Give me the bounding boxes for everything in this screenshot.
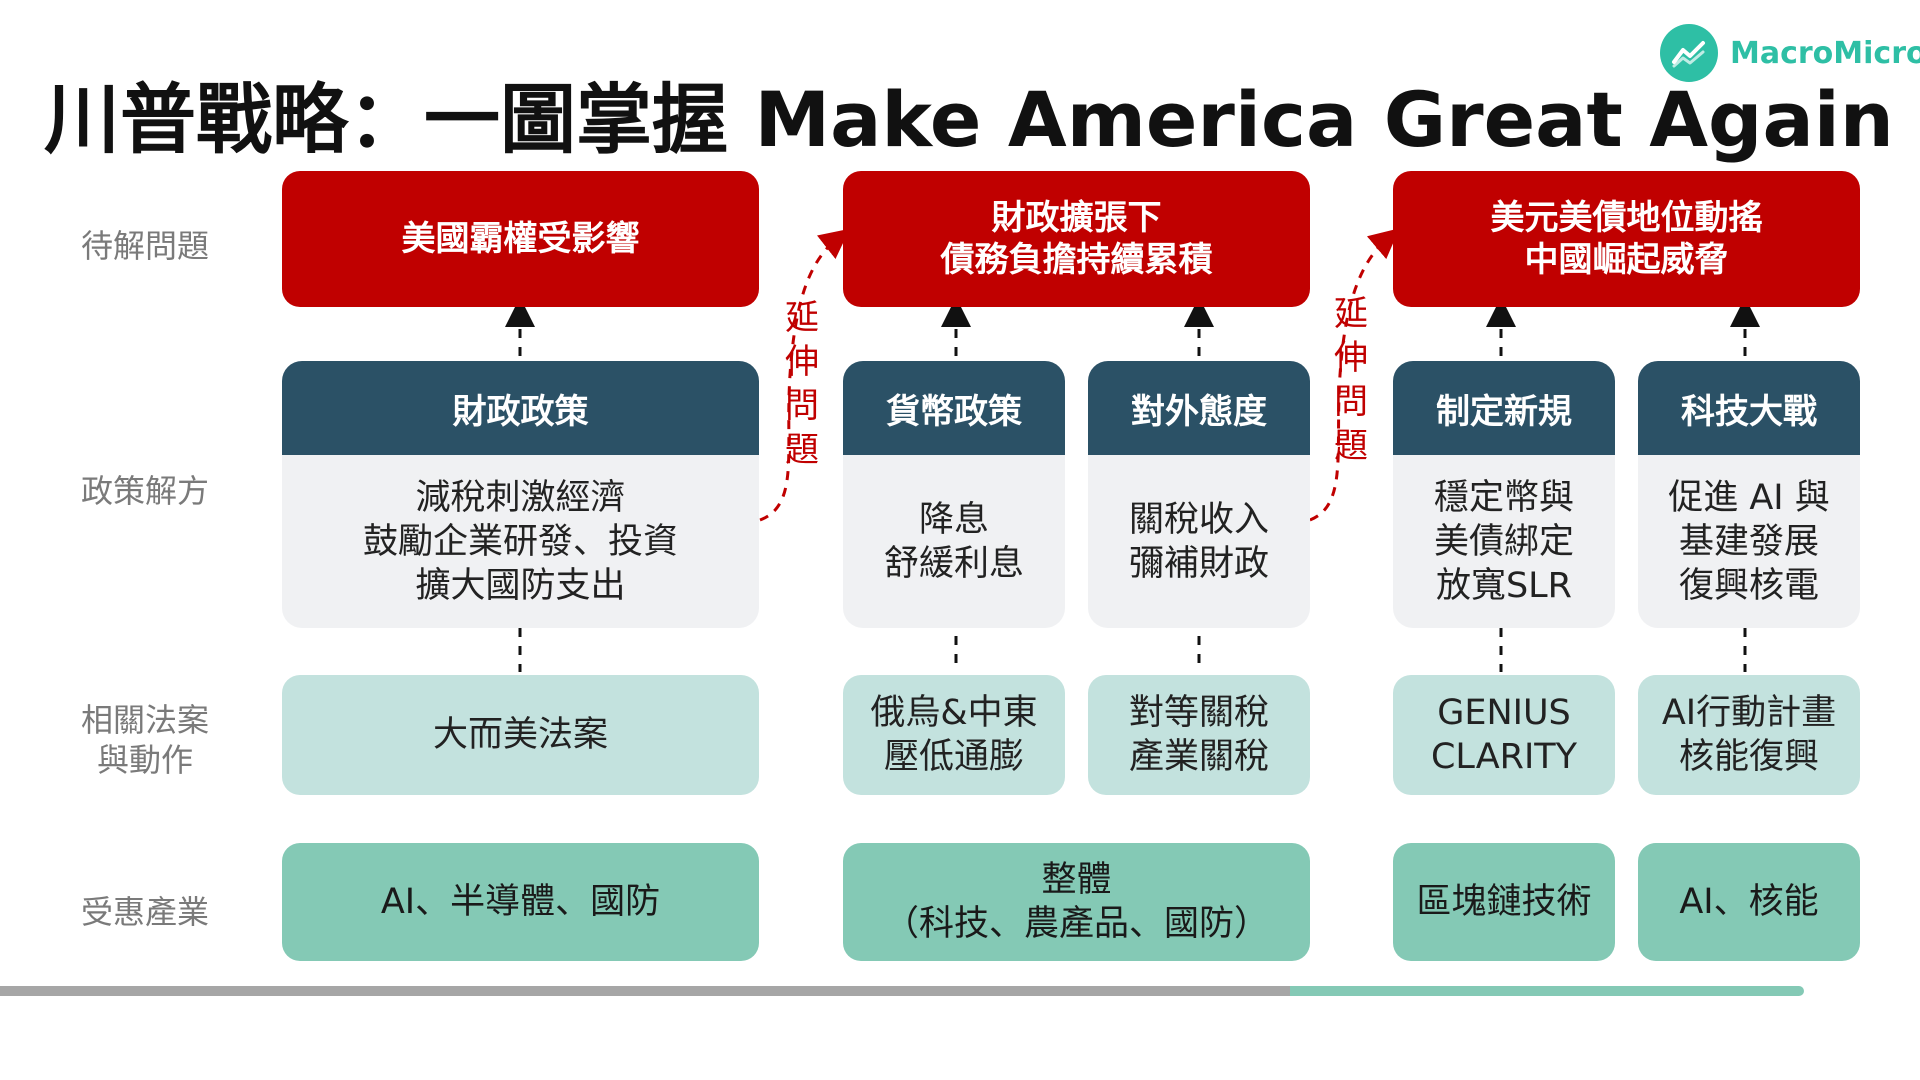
policy-head-5: 科技大戰: [1638, 361, 1860, 455]
extension-label-2: 延 伸 問 題: [1334, 294, 1368, 466]
policy-card-4: 制定新規 穩定幣與 美債綁定 放寬SLR: [1393, 361, 1615, 628]
footer-bar-teal: [1290, 986, 1804, 996]
policy-head-4: 制定新規: [1393, 361, 1615, 455]
extension-label-1: 延 伸 問 題: [785, 298, 819, 470]
row-label-problem: 待解問題: [80, 227, 209, 265]
policy-body-4: 穩定幣與 美債綁定 放寬SLR: [1433, 477, 1574, 606]
law-box-5: AI行動計畫 核能復興: [1638, 675, 1860, 795]
problem-box-3: 美元美債地位動搖 中國崛起威脅: [1393, 171, 1860, 307]
industry-box-3: 區塊鏈技術: [1393, 843, 1615, 961]
page-title: 川普戰略：一圖掌握 Make America Great Again: [44, 75, 1894, 164]
policy-head-2: 貨幣政策: [843, 361, 1065, 455]
row-label-policy: 政策解方: [80, 472, 209, 510]
industry-box-1: AI、半導體、國防: [282, 843, 759, 961]
extension-curve-1: [759, 228, 850, 522]
law-box-3: 對等關稅 產業關稅: [1088, 675, 1310, 795]
policy-card-2: 貨幣政策 降息 舒緩利息: [843, 361, 1065, 628]
policy-body-1: 減稅刺激經濟 鼓勵企業研發、投資 擴大國防支出: [362, 477, 678, 606]
policy-body-5: 促進 AI 與 基建發展 復興核電: [1668, 477, 1830, 606]
chart-line-icon: [1660, 24, 1718, 82]
problem-box-2: 財政擴張下 債務負擔持續累積: [843, 171, 1310, 307]
row-label-law: 相關法案 與動作: [80, 701, 209, 779]
industry-box-4: AI、核能: [1638, 843, 1860, 961]
policy-head-3: 對外態度: [1088, 361, 1310, 455]
policy-card-1: 財政政策 減稅刺激經濟 鼓勵企業研發、投資 擴大國防支出: [282, 361, 759, 628]
brand-name: MacroMicro: [1730, 35, 1920, 71]
industry-box-2: 整體 （科技、農產品、國防）: [843, 843, 1310, 961]
law-box-1: 大而美法案: [282, 675, 759, 795]
policy-head-1: 財政政策: [282, 361, 759, 455]
policy-card-5: 科技大戰 促進 AI 與 基建發展 復興核電: [1638, 361, 1860, 628]
law-box-2: 俄烏&中東 壓低通膨: [843, 675, 1065, 795]
policy-body-3: 關稅收入 彌補財政: [1128, 499, 1269, 584]
problem-text-2: 財政擴張下 債務負擔持續累積: [940, 198, 1213, 280]
brand-logo: MacroMicro: [1660, 24, 1920, 82]
footer-bar-grey: [0, 986, 1290, 996]
problem-box-1: 美國霸權受影響: [282, 171, 759, 307]
row-label-industry: 受惠產業: [80, 893, 209, 931]
policy-card-3: 對外態度 關稅收入 彌補財政: [1088, 361, 1310, 628]
law-box-4: GENIUS CLARITY: [1393, 675, 1615, 795]
problem-text-1: 美國霸權受影響: [401, 219, 640, 259]
policy-body-2: 降息 舒緩利息: [883, 499, 1024, 584]
extension-curve-2: [1309, 228, 1400, 522]
problem-text-3: 美元美債地位動搖 中國崛起威脅: [1490, 198, 1763, 280]
